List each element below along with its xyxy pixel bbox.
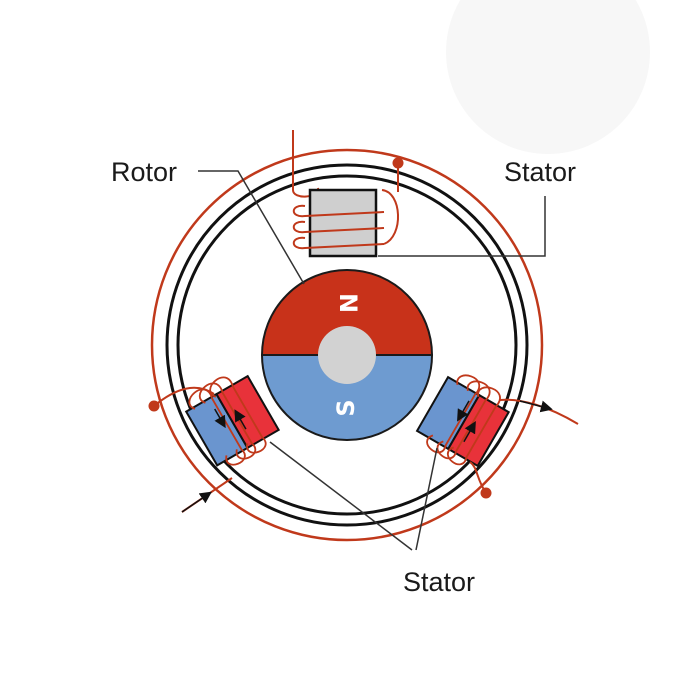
housing-inner-ring <box>176 174 518 516</box>
stator-right-leader <box>415 447 438 551</box>
stator-bottom-label: Stator <box>403 567 475 597</box>
housing-outer-ring <box>165 163 529 527</box>
background-circle <box>446 0 650 154</box>
north-pole-label: N <box>334 293 362 313</box>
rotor-north-half <box>260 269 434 356</box>
stator-left-leader <box>269 441 413 551</box>
stator-left <box>184 374 281 467</box>
south-pole-label: S <box>332 399 360 416</box>
leader-lines <box>198 170 546 551</box>
stator-top-label: Stator <box>504 157 576 187</box>
stator-right <box>415 374 511 468</box>
rotor-shaft <box>318 326 376 384</box>
outer-wire-loop <box>150 148 544 542</box>
rotor-leader <box>198 170 305 285</box>
lead-wires <box>153 386 579 513</box>
stator-top <box>292 130 399 258</box>
stator-right-red-pole <box>446 393 511 468</box>
rotor-label: Rotor <box>111 157 177 187</box>
rotor: N S <box>260 269 434 441</box>
rotor-south-half <box>260 354 434 441</box>
stator-top-leader <box>378 196 546 257</box>
